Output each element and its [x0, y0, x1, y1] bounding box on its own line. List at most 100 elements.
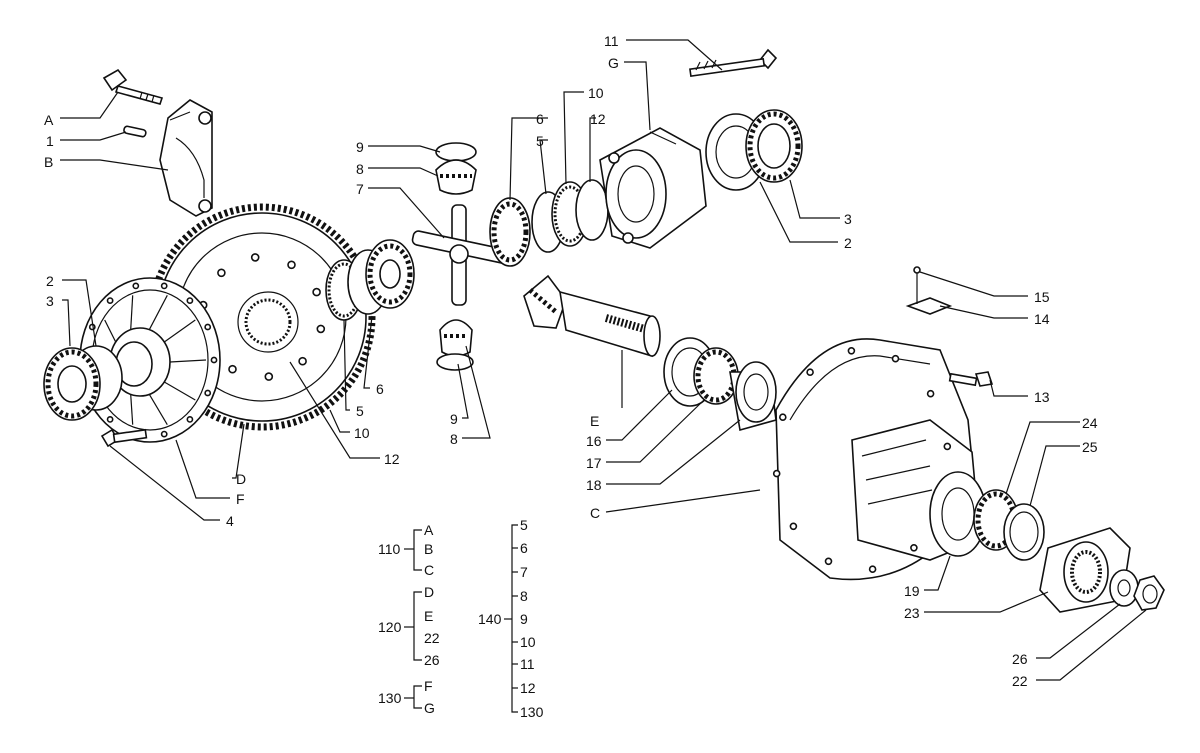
- callout-14: 14: [1034, 311, 1050, 327]
- housingHoles-hole: [943, 442, 952, 451]
- bolt-11: [689, 48, 778, 78]
- callout-f: F: [236, 491, 245, 507]
- callout-10-right: 10: [588, 85, 604, 101]
- leader-lines: [60, 39, 1147, 681]
- callout-d: D: [236, 471, 246, 487]
- caseHoles-hole: [160, 430, 168, 438]
- callout-12-left: 12: [384, 451, 400, 467]
- legend-130-label: 130: [378, 690, 402, 706]
- callout-g: G: [608, 55, 619, 71]
- callout-5-right: 5: [536, 133, 544, 149]
- callout-12-right: 12: [590, 111, 606, 127]
- legend-120-label: 120: [378, 619, 402, 635]
- pin-1: [123, 125, 147, 138]
- callout-13: 13: [1034, 389, 1050, 405]
- callout-25: 25: [1082, 439, 1098, 455]
- side-gear-left: [325, 239, 415, 321]
- caseHoles-hole: [106, 297, 114, 304]
- ringHoles-hole: [217, 268, 226, 278]
- callout-6-left: 6: [376, 381, 384, 397]
- axle-housing-c: [772, 338, 987, 581]
- callout-16: 16: [586, 433, 602, 449]
- legend-110-item-c: C: [424, 562, 434, 578]
- callout-23: 23: [904, 605, 920, 621]
- pinion-bearing-set: [663, 337, 777, 432]
- callout-4: 4: [226, 513, 234, 529]
- legend-110-label: 110: [378, 541, 401, 557]
- callout-18: 18: [586, 477, 602, 493]
- callout-17: 17: [586, 455, 602, 471]
- legend-140-item-5: 5: [520, 517, 528, 533]
- legend-120-item-e: E: [424, 608, 433, 624]
- side-gear-right: [489, 179, 609, 267]
- callout-22: 22: [1012, 673, 1028, 689]
- plate-14: [905, 266, 953, 315]
- bolt-13: [948, 371, 994, 387]
- ringHoles-hole: [250, 253, 260, 262]
- callout-7: 7: [356, 181, 364, 197]
- housingHoles-hole: [772, 469, 781, 478]
- caseHoles-hole: [160, 282, 168, 290]
- caseHoles-hole: [204, 389, 212, 397]
- legend-140-item-9: 9: [520, 611, 528, 627]
- callout-1: 1: [46, 133, 54, 149]
- spider-cross-7: [411, 204, 509, 306]
- ringHoles-hole: [316, 324, 326, 334]
- callout-8-bottom: 8: [450, 431, 458, 447]
- callout-2-right: 2: [844, 235, 852, 251]
- ringHoles-hole: [287, 260, 296, 270]
- ringHoles-hole: [312, 287, 321, 297]
- callout-a: A: [44, 112, 54, 128]
- callout-9-top: 9: [356, 139, 364, 155]
- case-spoke: [169, 359, 207, 363]
- planet-gear-top: [435, 142, 477, 195]
- housingHoles-hole: [824, 557, 833, 566]
- callout-9-bottom: 9: [450, 411, 458, 427]
- legend-130-item-g: G: [424, 700, 435, 716]
- housingHoles-hole: [926, 389, 935, 398]
- case-spoke: [104, 319, 117, 343]
- callout-b: B: [44, 154, 53, 170]
- bearing-cap-b: [159, 99, 213, 217]
- housingHoles-hole: [891, 354, 900, 363]
- caseHoles-hole: [132, 282, 140, 290]
- housingHoles-hole: [778, 413, 787, 422]
- callout-24: 24: [1082, 415, 1098, 431]
- ringHoles-hole: [298, 356, 307, 366]
- case-spoke: [163, 381, 196, 401]
- legend-130-item-f: F: [424, 678, 433, 694]
- callout-6-right: 6: [536, 111, 544, 127]
- housingHoles-hole: [910, 543, 918, 552]
- output-flange-set: [973, 489, 1165, 613]
- callout-11: 11: [604, 33, 619, 49]
- legend-140-item-6: 6: [520, 540, 528, 556]
- housingHoles-hole: [806, 368, 814, 377]
- caseHoles-hole: [106, 415, 114, 423]
- caseHoles-hole: [186, 415, 194, 423]
- bolt-a: [102, 68, 164, 105]
- callout-c: C: [590, 505, 600, 521]
- pinion-shaft-e: [523, 274, 661, 358]
- callout-8-top: 8: [356, 161, 364, 177]
- case-spoke: [148, 295, 168, 330]
- legend-110-item-b: B: [424, 541, 433, 557]
- housingHoles-hole: [868, 565, 877, 574]
- legend-140-item-11: 11: [520, 656, 535, 672]
- case-spoke: [130, 394, 134, 425]
- callout-e: E: [590, 413, 599, 429]
- case-spoke: [148, 393, 168, 426]
- legend-120-item-d: D: [424, 584, 434, 600]
- legend-140-item-12: 12: [520, 680, 536, 696]
- kit-legend: 110 A B C 120 D E 22 26 130 F G 140 5 6 …: [378, 517, 544, 720]
- callout-2-left: 2: [46, 273, 54, 289]
- legend-110-item-a: A: [424, 522, 434, 538]
- callout-3-left: 3: [46, 293, 54, 309]
- legend-120-item-26: 26: [424, 652, 440, 668]
- legend-140-item-130: 130: [520, 704, 544, 720]
- right-top-bearing: [705, 109, 803, 191]
- legend-140-label: 140: [478, 611, 502, 627]
- case-spoke: [163, 319, 196, 343]
- ringHoles-hole: [264, 372, 274, 381]
- legend-140-item-7: 7: [520, 564, 528, 580]
- callout-5-left: 5: [356, 403, 364, 419]
